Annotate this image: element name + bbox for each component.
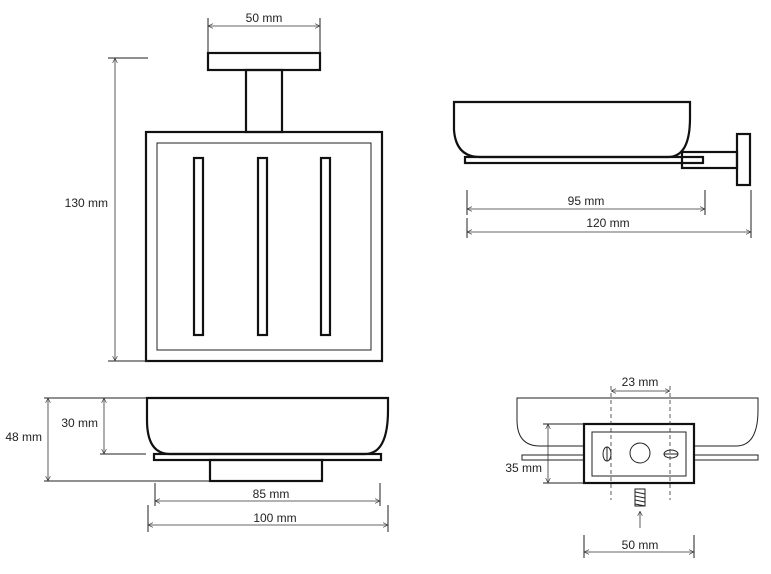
back-view-mount-plate	[591, 431, 687, 477]
side-view: 95 mm 120 mm	[452, 100, 752, 238]
top-view-slot-middle	[256, 156, 269, 337]
screw-icon	[634, 488, 646, 507]
top-view: 50 mm 130 mm	[65, 11, 384, 363]
dim-label-back-50: 50 mm	[622, 538, 659, 552]
top-view-dish-inner	[156, 142, 372, 351]
side-view-bowl	[452, 100, 692, 159]
dim-label-front-85: 85 mm	[253, 487, 290, 501]
back-view-mount-block	[582, 422, 696, 485]
front-view-bowl	[145, 396, 390, 456]
top-view-slot-right	[319, 156, 332, 337]
dim-label-side-120: 120 mm	[586, 216, 629, 230]
front-view: 48 mm 30 mm 85 mm 100 mm	[5, 396, 390, 532]
dim-label-front-100: 100 mm	[253, 511, 296, 525]
back-view: 23 mm 35 mm 50 mm	[505, 375, 759, 558]
top-view-wall-plate	[206, 51, 322, 72]
dim-label-back-35: 35 mm	[505, 461, 542, 475]
top-view-stem	[244, 68, 284, 134]
top-view-dish-outer	[144, 130, 384, 363]
front-view-holder-block	[208, 458, 324, 483]
back-view-bowl	[516, 397, 759, 447]
dim-label-front-30: 30 mm	[61, 416, 98, 430]
side-view-arm	[680, 150, 739, 170]
dim-label-top-width: 50 mm	[246, 11, 283, 25]
side-view-base-plate	[463, 155, 705, 165]
dim-label-front-48: 48 mm	[5, 430, 42, 444]
back-view-center-hole	[629, 442, 651, 464]
side-view-wall-plate	[735, 132, 752, 187]
dim-label-height-130: 130 mm	[65, 196, 108, 210]
dim-label-back-23: 23 mm	[622, 375, 659, 389]
top-view-slot-left	[192, 156, 205, 337]
dim-label-side-95: 95 mm	[568, 194, 605, 208]
